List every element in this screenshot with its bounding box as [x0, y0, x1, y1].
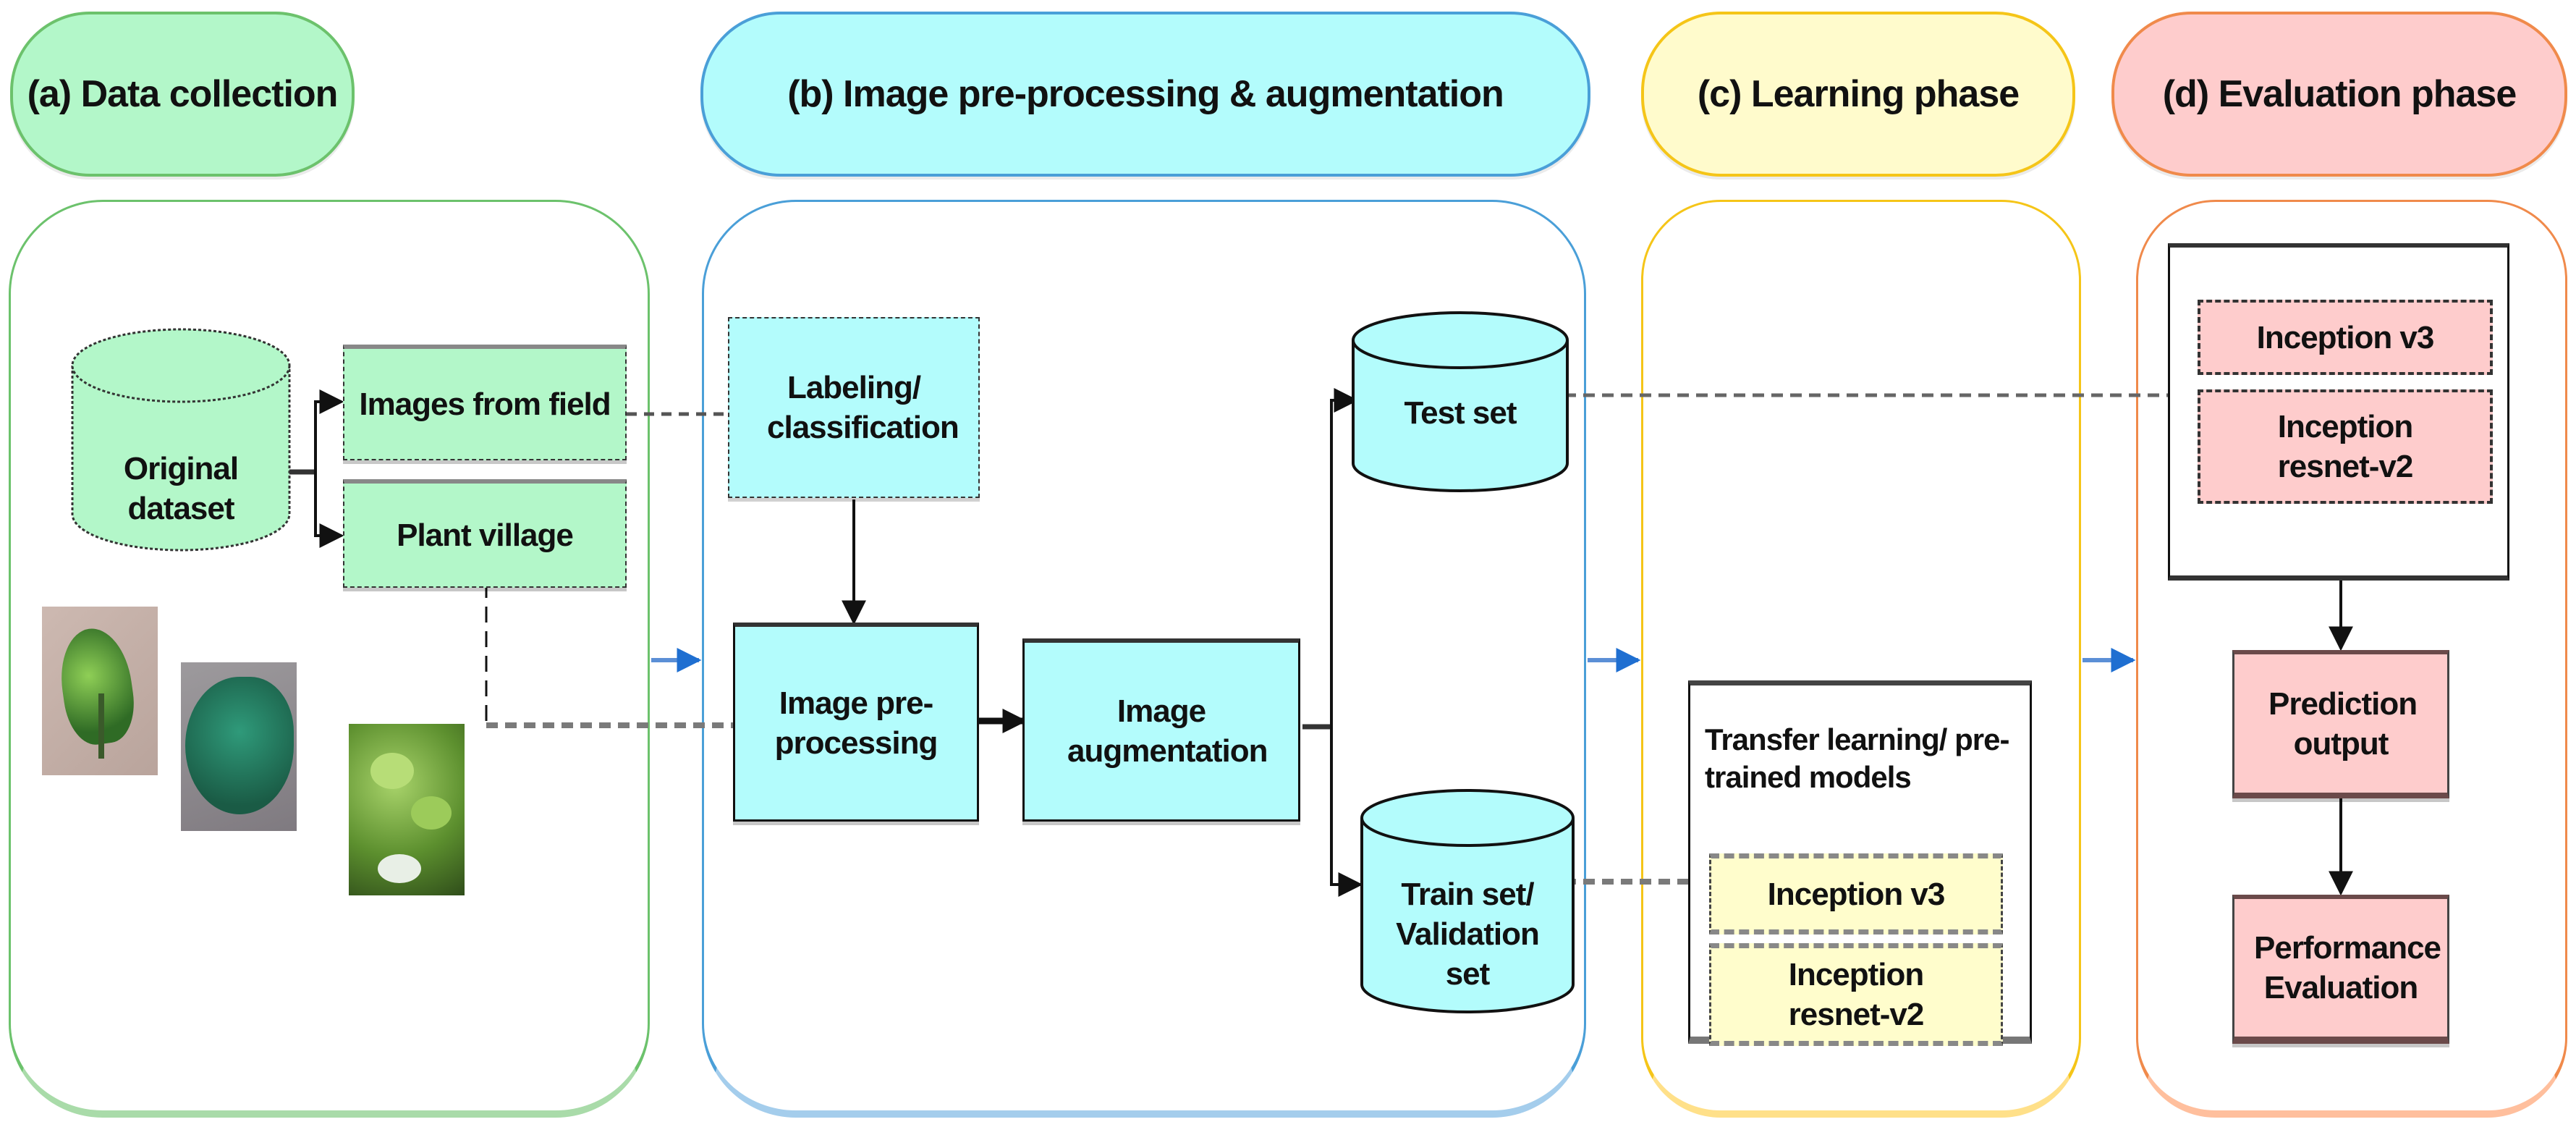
phase-a-title: (a) Data collection	[27, 73, 339, 115]
evaluation-models-box: Inception v3 Inception resnet-v2	[2168, 243, 2509, 581]
learning-model-inception-v3: Inception v3	[1709, 853, 2003, 934]
phase-c-header: (c) Learning phase	[1641, 12, 2075, 177]
image-preprocessing-box: Image pre-processing	[733, 623, 979, 822]
train-set-label: Train set/ Validation set	[1396, 876, 1540, 992]
phase-d-title: (d) Evaluation phase	[2162, 73, 2517, 115]
test-set-label: Test set	[1404, 394, 1517, 431]
phase-a-header: (a) Data collection	[10, 12, 355, 177]
leaf-photo-1	[42, 607, 158, 775]
eval-model-inception-resnet-v2: Inception resnet-v2	[2198, 389, 2493, 504]
leaf-photo-3	[349, 724, 465, 895]
transfer-learning-box: Transfer learning/ pre-trained models In…	[1688, 680, 2032, 1046]
phase-c-title: (c) Learning phase	[1697, 73, 2020, 115]
eval-model-inception-v3: Inception v3	[2198, 300, 2493, 375]
plant-village-box: Plant village	[343, 479, 627, 588]
images-from-field-box: Images from field	[343, 345, 627, 460]
original-dataset-label: Original dataset	[123, 451, 239, 526]
image-augmentation-box: Image augmentation	[1022, 638, 1300, 822]
performance-evaluation-box: Performance Evaluation	[2232, 895, 2449, 1044]
phase-b-header: (b) Image pre-processing & augmentation	[700, 12, 1590, 177]
labeling-box: Labeling/ classification	[728, 317, 980, 498]
learning-model-inception-resnet-v2: Inception resnet-v2	[1709, 943, 2003, 1046]
phase-d-header: (d) Evaluation phase	[2111, 12, 2567, 177]
prediction-output-box: Prediction output	[2232, 650, 2449, 798]
phase-b-title: (b) Image pre-processing & augmentation	[787, 73, 1504, 115]
transfer-learning-title: Transfer learning/ pre-trained models	[1705, 722, 2009, 795]
leaf-photo-2	[181, 662, 297, 831]
